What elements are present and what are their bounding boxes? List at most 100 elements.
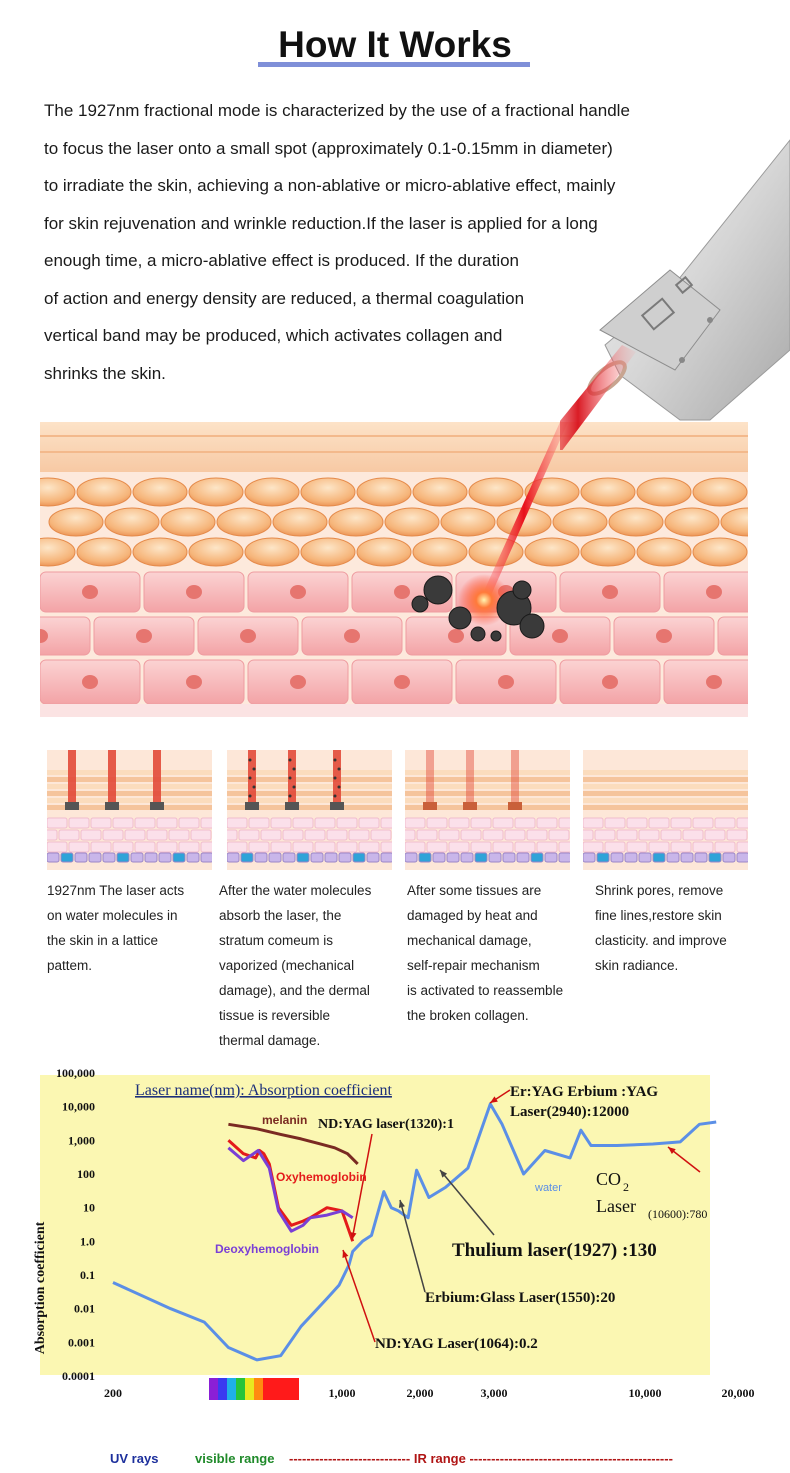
basal-cell	[200, 852, 212, 863]
annotation-thulium: Thulium laser(1927) :130	[452, 1240, 657, 1261]
epidermis-layer	[47, 777, 212, 782]
dermis-cell	[704, 829, 726, 841]
dermis-cell	[616, 829, 638, 841]
vapor-particle	[252, 785, 256, 789]
visible-spectrum-bar	[209, 1378, 299, 1400]
fat-cell	[216, 507, 272, 537]
basal-cell	[460, 852, 474, 863]
vapor-particle	[292, 767, 296, 771]
dermis-cell	[47, 817, 68, 829]
basal-cell	[530, 852, 544, 863]
caption-line: Shrink pores, remove	[595, 883, 724, 898]
step-3-illustration	[405, 750, 570, 870]
annotation-co2-sub: 2	[623, 1180, 629, 1194]
spectrum-segment	[272, 1378, 281, 1400]
basal-cell	[254, 852, 268, 863]
basal-cell	[596, 852, 610, 863]
dermis-cell	[336, 817, 358, 829]
epidermis-layer	[583, 798, 748, 803]
annotation-eryag: Laser(2940):12000	[510, 1104, 629, 1120]
fat-cell	[664, 507, 720, 537]
skin-cross-section-illustration	[40, 422, 748, 717]
dermis-cell	[670, 841, 692, 853]
epidermis-layer	[47, 791, 212, 796]
dermis-cell	[416, 829, 438, 841]
epidermis-layer	[583, 770, 748, 775]
dermis-cell	[482, 829, 504, 841]
dermis-cell	[380, 817, 392, 829]
dermis-cell	[200, 817, 212, 829]
epidermis-layer	[405, 784, 570, 789]
basal-cell	[172, 852, 186, 863]
dermis-cell	[270, 841, 292, 853]
dermis-cell	[168, 829, 190, 841]
fat-cell	[552, 507, 608, 537]
basal-cell	[474, 852, 488, 863]
arrow-co2-head	[668, 1147, 676, 1154]
step-4-caption: Shrink pores, remove fine lines,restore …	[595, 878, 727, 978]
arrow-eryag-head	[490, 1096, 498, 1103]
fat-cell	[580, 477, 636, 507]
basal-cell	[694, 852, 708, 863]
label-deoxyhemoglobin: Deoxyhemoglobin	[215, 1242, 319, 1256]
dermis-cell	[405, 841, 426, 853]
dermis-cell	[248, 817, 270, 829]
repairing-zone	[508, 802, 522, 810]
basal-cell	[116, 852, 130, 863]
epidermis-layer	[227, 777, 392, 782]
basal-cell	[666, 852, 680, 863]
fat-cell	[132, 477, 188, 507]
dermis-cell	[536, 841, 558, 853]
vapor-particle	[248, 794, 252, 798]
fat-cell	[468, 477, 524, 507]
vapor-particle	[333, 794, 337, 798]
basal-cell	[380, 852, 392, 863]
dermis-cell	[717, 616, 748, 656]
epidermis-layer	[583, 791, 748, 796]
cell-nucleus	[240, 629, 256, 643]
coagulation-zone	[330, 802, 344, 810]
y-tick-label: 10,000	[62, 1100, 95, 1114]
cell-nucleus	[602, 675, 618, 689]
label-melanin: melanin	[262, 1113, 307, 1127]
fat-cell	[412, 477, 468, 507]
y-axis-label: Absorption coefficient	[33, 1221, 48, 1354]
spectrum-segment	[263, 1378, 272, 1400]
fat-cell	[272, 507, 328, 537]
label-oxyhemoglobin: Oxyhemoglobin	[276, 1170, 367, 1184]
cell-nucleus	[656, 629, 672, 643]
caption-line: the skin in a lattice	[47, 933, 159, 948]
fat-cell	[300, 537, 356, 567]
cell-nucleus	[82, 585, 98, 599]
epidermis-layer	[583, 784, 748, 789]
spectrum-segment	[218, 1378, 227, 1400]
dermis-cell	[426, 841, 448, 853]
annotation-erbium-glass: Erbium:Glass Laser(1550):20	[425, 1290, 615, 1306]
intro-line: to irradiate the skin, achieving a non-a…	[44, 176, 616, 195]
dermis-cell	[438, 829, 460, 841]
dermis-cell	[604, 841, 626, 853]
fat-cell	[692, 477, 748, 507]
dermis-cell	[583, 817, 604, 829]
fat-cell	[356, 477, 412, 507]
x-tick-label: 1,000	[329, 1386, 356, 1400]
basal-cell	[352, 852, 366, 863]
basal-cell	[74, 852, 88, 863]
dermis-cell	[90, 841, 112, 853]
ablated-tissue-particle	[512, 580, 532, 600]
intro-paragraph: The 1927nm fractional mode is characteri…	[44, 92, 744, 392]
series-line-melanin	[228, 1122, 359, 1165]
dermis-cell	[304, 829, 326, 841]
epidermis-layer	[227, 791, 392, 796]
series-line-oxyhemoglobin	[227, 1139, 355, 1242]
repairing-zone	[423, 802, 437, 810]
fat-cell	[636, 537, 692, 567]
laser-impact-glow	[458, 574, 510, 626]
vapor-particle	[248, 758, 252, 762]
fat-cell	[300, 477, 356, 507]
dermis-cell	[548, 829, 570, 841]
vapor-particle	[288, 776, 292, 780]
dermis-cell	[558, 841, 570, 853]
dermis-cell	[370, 829, 392, 841]
dermis-cell	[594, 829, 616, 841]
